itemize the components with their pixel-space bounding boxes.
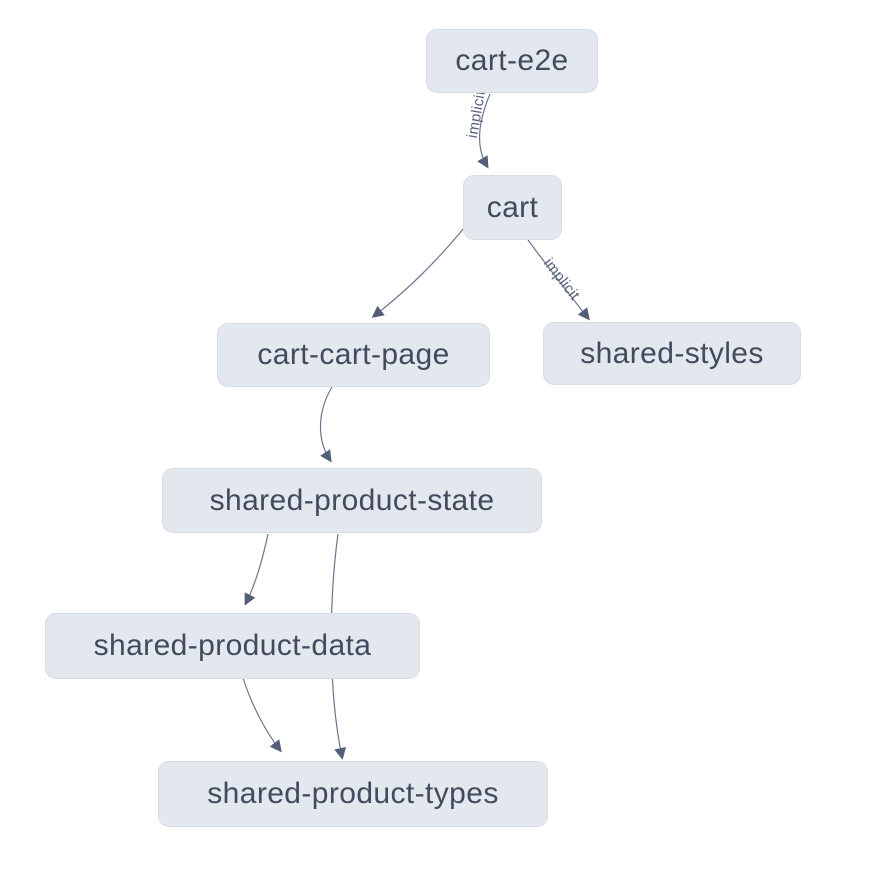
- node-shared-product-data[interactable]: shared-product-data: [45, 613, 420, 679]
- edge-label-implicit-cart-e2e: implicit: [464, 88, 489, 139]
- node-shared-styles[interactable]: shared-styles: [543, 322, 801, 385]
- edge-cart-e2e-to-cart: [477, 93, 491, 169]
- node-shared-product-types[interactable]: shared-product-types: [158, 761, 548, 827]
- edge-label-implicit-shared-styles: implicit: [540, 255, 583, 304]
- edge-cart-to-cart-cart-page: [371, 227, 465, 318]
- edge-shared-product-data-to-shared-product-types: [242, 677, 282, 753]
- node-cart[interactable]: cart: [463, 175, 562, 240]
- node-cart-e2e[interactable]: cart-e2e: [426, 29, 598, 93]
- edge-cart-cart-page-to-shared-product-state: [319, 386, 333, 463]
- edge-cart-to-shared-styles: [527, 239, 590, 321]
- node-shared-product-state[interactable]: shared-product-state: [162, 468, 542, 533]
- edge-shared-product-state-to-shared-product-data: [244, 533, 269, 606]
- node-cart-cart-page[interactable]: cart-cart-page: [217, 323, 490, 387]
